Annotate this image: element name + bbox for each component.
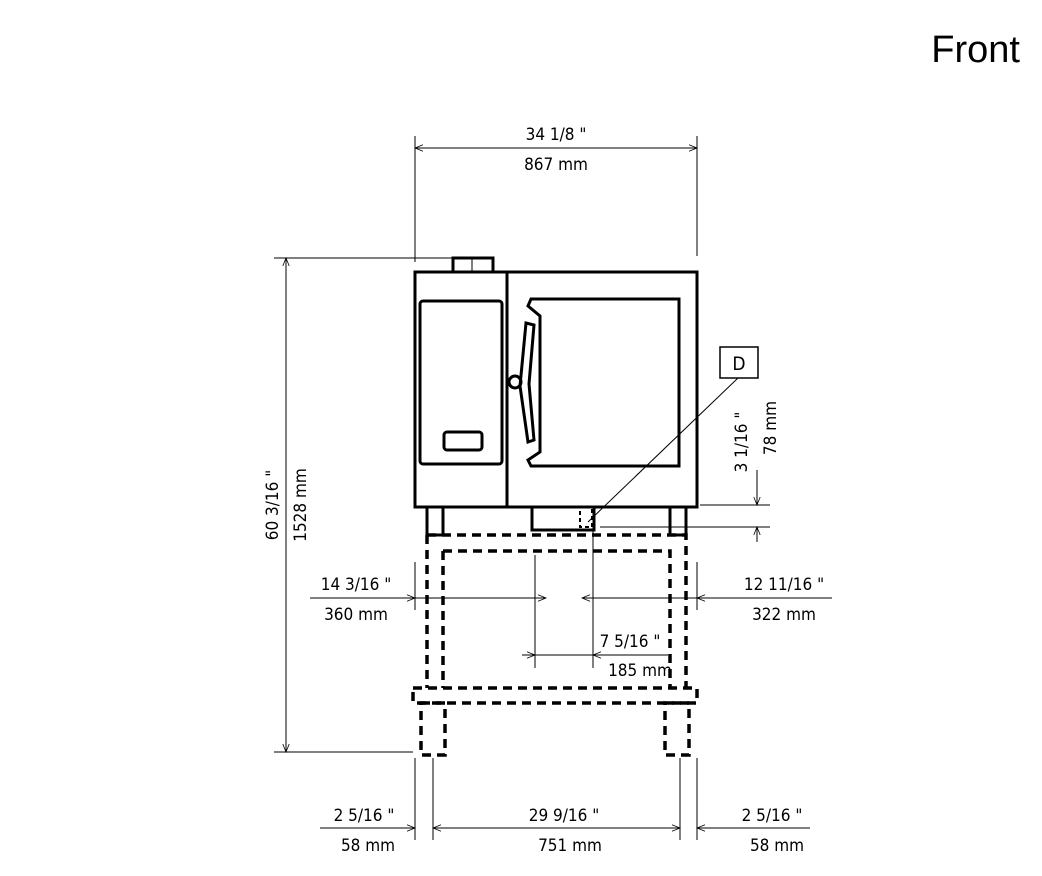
svg-text:78 mm: 78 mm [761, 401, 781, 455]
drain-outlet [579, 506, 593, 528]
svg-text:2 5/16 ": 2 5/16 " [742, 806, 803, 826]
top-vent [451, 256, 495, 274]
view-title: Front [931, 29, 1020, 71]
drain-box [530, 505, 596, 532]
svg-text:185 mm: 185 mm [608, 661, 672, 681]
svg-text:D: D [732, 353, 745, 375]
svg-text:60 3/16 ": 60 3/16 " [263, 470, 283, 541]
svg-text:751 mm: 751 mm [538, 836, 602, 856]
svg-text:58 mm: 58 mm [341, 836, 395, 856]
control-panel [418, 299, 504, 466]
right-offset-dimension: 12 11/16 " 322 mm [582, 530, 832, 668]
callout-d: D [587, 346, 759, 523]
svg-text:2 5/16 ": 2 5/16 " [334, 806, 395, 826]
stand-leg-right [663, 701, 691, 757]
center-dimension: 7 5/16 " 185 mm [522, 632, 672, 681]
svg-text:7 5/16 ": 7 5/16 " [600, 632, 661, 652]
oven-foot-right [668, 505, 688, 537]
stand-leg-left [419, 701, 447, 757]
svg-text:360 mm: 360 mm [324, 605, 388, 625]
left-offset-dimension: 14 3/16 " 360 mm [310, 555, 546, 668]
oven-unit [413, 256, 699, 537]
display-icon [442, 430, 484, 452]
svg-text:867 mm: 867 mm [524, 155, 588, 175]
svg-text:3 1/16 ": 3 1/16 " [732, 412, 752, 473]
door-window [526, 297, 681, 468]
svg-text:58 mm: 58 mm [750, 836, 804, 856]
width-dimension: 34 1/8 " 867 mm [415, 125, 697, 262]
svg-text:12 11/16 ": 12 11/16 " [744, 575, 824, 595]
height-dimension: 60 3/16 " 1528 mm [263, 258, 453, 752]
stand-outline [411, 533, 699, 757]
svg-text:1528 mm: 1528 mm [291, 468, 311, 542]
bottom-dimensions: 2 5/16 " 58 mm 29 9/16 " 751 mm 2 5/16 "… [320, 758, 810, 856]
svg-text:14 3/16 ": 14 3/16 " [321, 575, 392, 595]
oven-foot-left [425, 505, 445, 537]
drain-height-dimension: 3 1/16 " 78 mm [600, 401, 781, 542]
svg-text:29 9/16 ": 29 9/16 " [529, 806, 600, 826]
oven-body [413, 270, 699, 509]
svg-text:34 1/8 ": 34 1/8 " [526, 125, 587, 145]
svg-text:322 mm: 322 mm [752, 605, 816, 625]
